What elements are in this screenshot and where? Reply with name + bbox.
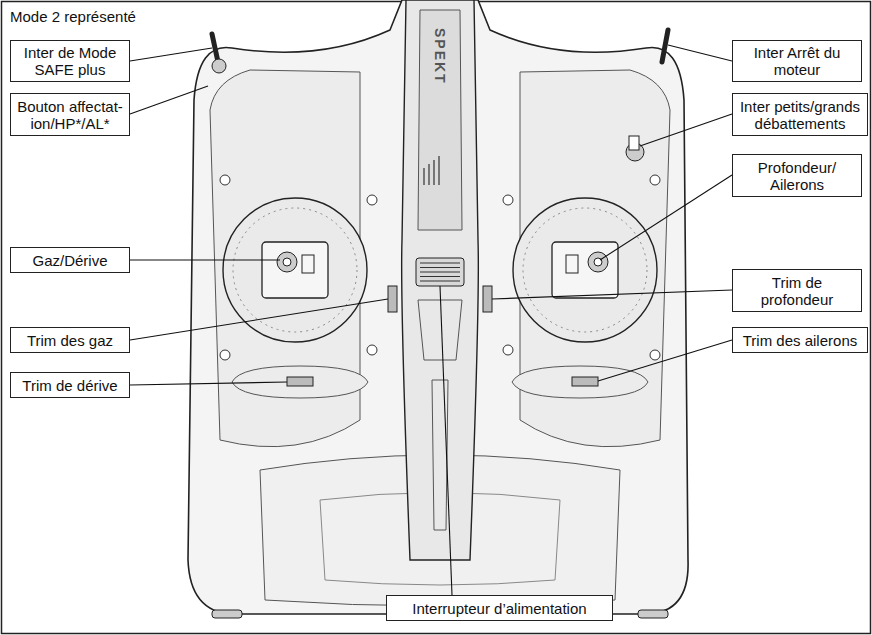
rudder-trim <box>287 377 313 386</box>
brand-logo: SPEKT <box>432 28 448 85</box>
callout-box: Trim de dérive <box>10 372 130 398</box>
callout-label: Gaz/Dérive <box>32 252 107 269</box>
callout-box: Inter petits/grands débattements <box>732 93 868 136</box>
spine-slot <box>432 380 448 530</box>
spine-detail <box>418 300 462 360</box>
rudder-trim-pad <box>232 366 368 398</box>
left-gimbal <box>223 198 367 342</box>
callout-label: Trim de dérive <box>22 377 117 394</box>
antenna-face <box>418 10 462 230</box>
leader-lines <box>130 45 732 595</box>
callout-box: Profondeur/ Ailerons <box>732 154 862 197</box>
callout-label: Inter Arrêt du moteur <box>737 44 857 78</box>
foot <box>638 610 668 618</box>
throttle-trim <box>388 286 397 312</box>
callout-box: Inter de Mode SAFE plus <box>10 40 130 82</box>
callout-box: Inter Arrêt du moteur <box>732 40 862 82</box>
callout-box: Trim de profondeur <box>732 269 862 312</box>
callout-label: Trim des gaz <box>27 332 113 349</box>
aileron-trim-pad <box>512 366 648 398</box>
switch-base <box>212 59 226 73</box>
mode-note: Mode 2 représenté <box>10 8 136 25</box>
transmitter-body <box>188 0 688 614</box>
center-spine <box>402 0 479 560</box>
callout-label: Inter petits/grands débattements <box>737 98 863 132</box>
screws <box>220 175 660 360</box>
callout-box: Gaz/Dérive <box>10 247 130 273</box>
power-switch <box>416 258 464 286</box>
right-gimbal <box>513 198 657 342</box>
foot <box>212 610 242 618</box>
callout-label: Bouton affectat- ion/HP*/AL* <box>15 98 125 132</box>
callout-label: Interrupteur d’alimentation <box>412 600 586 617</box>
callout-label: Trim des ailerons <box>743 332 857 349</box>
callout-label: Trim de profondeur <box>737 274 857 308</box>
callout-box: Trim des gaz <box>10 327 130 353</box>
safe-switch <box>212 34 218 62</box>
switch-ridges <box>420 263 460 281</box>
aileron-trim <box>572 377 598 386</box>
callout-label: Profondeur/ Ailerons <box>737 159 857 193</box>
signal-bars <box>424 156 439 185</box>
callout-box: Trim des ailerons <box>732 327 868 353</box>
callout-label: Inter de Mode SAFE plus <box>15 44 125 78</box>
elevator-trim <box>483 286 492 312</box>
callout-box: Bouton affectat- ion/HP*/AL* <box>10 93 130 136</box>
rate-lever <box>629 136 639 150</box>
callout-box: Interrupteur d’alimentation <box>386 595 613 621</box>
motor-cut-switch <box>662 30 668 62</box>
